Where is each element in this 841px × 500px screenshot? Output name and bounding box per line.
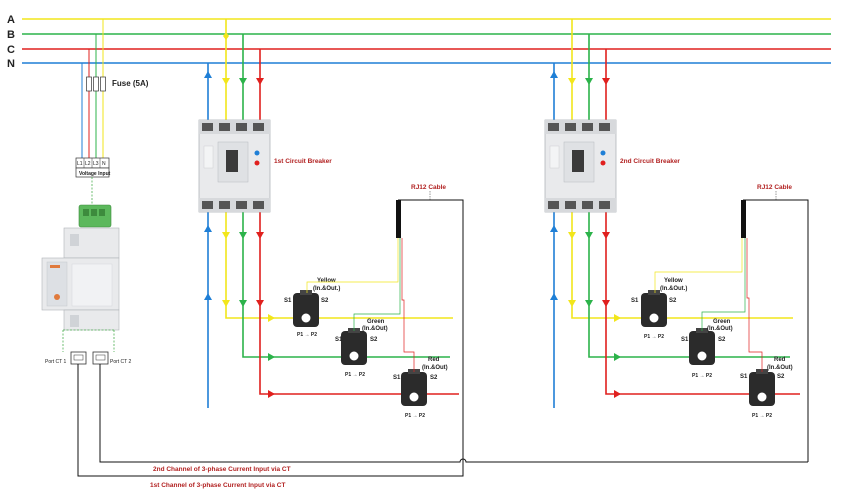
ct-set-2: Yellow (In.&Out.) S1 S2 P1 → P2 Green (I… [631,184,809,462]
port-ct1-label: Port CT 1 [45,359,67,365]
ct-2-green-label: Green [713,319,731,325]
ct-1-yellow-s1: S1 [284,298,292,304]
ct-2-red-s1: S1 [740,374,748,380]
bus-c-label: C [7,44,15,56]
ct-set-1: Yellow (In.&Out.) S1 S2 P1 → P2 Green (I… [284,184,464,462]
rj12-cable-1-label: RJ12 Cable [411,184,446,191]
meter-ports: Port CT 1 Port CT 2 [45,351,132,365]
ct-2-red-label: Red [774,357,786,363]
ct-1-green-dir: (In.&Out) [362,326,388,332]
ct-1-red: Red (In.&Out) S1 S2 P1 → P2 [393,357,448,419]
breaker-1-feeds [204,19,459,408]
bus-b-label: B [7,29,15,41]
fuse-label: Fuse (5A) [112,79,149,88]
ct-2-green-dir: (In.&Out) [707,326,733,332]
ct-2-yellow-s1: S1 [631,298,639,304]
ct-1-yellow-p: P1 → P2 [297,332,317,338]
fuse-2 [93,76,99,92]
ct-2-red-dir: (In.&Out) [767,365,793,371]
energy-meter [41,204,120,352]
terminal-l2: L2 [85,161,91,167]
ct-1-yellow: Yellow (In.&Out.) S1 S2 P1 → P2 [284,278,340,338]
ct-1-green-s2: S2 [370,337,378,343]
voltage-taps: Fuse (5A) [81,19,149,160]
ct-1-yellow-dir: (In.&Out.) [313,286,340,292]
ct-1-red-p: P1 → P2 [405,413,425,419]
channel-wires: 2nd Channel of 3-phase Current Input via… [77,364,808,489]
ct-1-green-p: P1 → P2 [345,372,365,378]
ct-1-green: Green (In.&Out) S1 S2 P1 → P2 [335,319,388,378]
ct-1-yellow-s2: S2 [321,298,329,304]
port-ct2-label: Port CT 2 [110,359,132,365]
ct-1-red-dir: (In.&Out) [422,365,448,371]
ct-2-green: Green (In.&Out) S1 S2 P1 → P2 [681,319,733,379]
voltage-input-title: Voltage Input [79,171,111,177]
terminal-n: N [102,161,106,167]
breaker-1-label: 1st Circuit Breaker [274,158,332,165]
ct-1-red-s2: S2 [430,375,438,381]
breaker-2-feeds [550,19,800,408]
second-channel-label: 2nd Channel of 3-phase Current Input via… [153,466,291,473]
ct-1-green-label: Green [367,319,385,325]
voltage-input-block: L1 L2 L3 N Voltage Input [75,157,111,206]
ct-2-green-s1: S1 [681,337,689,343]
fuse-3 [100,76,106,92]
ct-2-yellow-dir: (In.&Out.) [660,286,687,292]
ct-2-red-s2: S2 [777,374,785,380]
ct-1-green-s1: S1 [335,337,343,343]
bus-a-label: A [7,14,15,26]
ct-2-green-p: P1 → P2 [692,373,712,379]
ct-2-yellow-p: P1 → P2 [644,334,664,340]
terminal-l3: L3 [93,161,99,167]
ct-2-yellow-label: Yellow [664,278,683,284]
circuit-breaker-2 [544,119,617,213]
breaker-2-label: 2nd Circuit Breaker [620,158,680,165]
port-ct1[interactable] [70,351,87,365]
circuit-breaker-1 [198,119,271,213]
ct-2-red: Red (In.&Out) S1 S2 P1 → P2 [740,357,793,419]
ct-1-yellow-label: Yellow [317,278,336,284]
port-ct2[interactable] [92,351,109,365]
bus-n-label: N [7,58,15,70]
fuse-1 [86,76,92,92]
ct-2-yellow: Yellow (In.&Out.) S1 S2 P1 → P2 [631,278,687,340]
ct-2-yellow-s2: S2 [669,298,677,304]
rj12-cable-2-label: RJ12 Cable [757,184,792,191]
ct-1-red-label: Red [428,357,440,363]
ct-2-green-s2: S2 [718,337,726,343]
first-channel-label: 1st Channel of 3-phase Current Input via… [150,482,285,489]
bus-bars: A B C N [7,14,831,70]
ct-2-red-p: P1 → P2 [752,413,772,419]
terminal-l1: L1 [77,161,83,167]
ct-1-red-s1: S1 [393,375,401,381]
